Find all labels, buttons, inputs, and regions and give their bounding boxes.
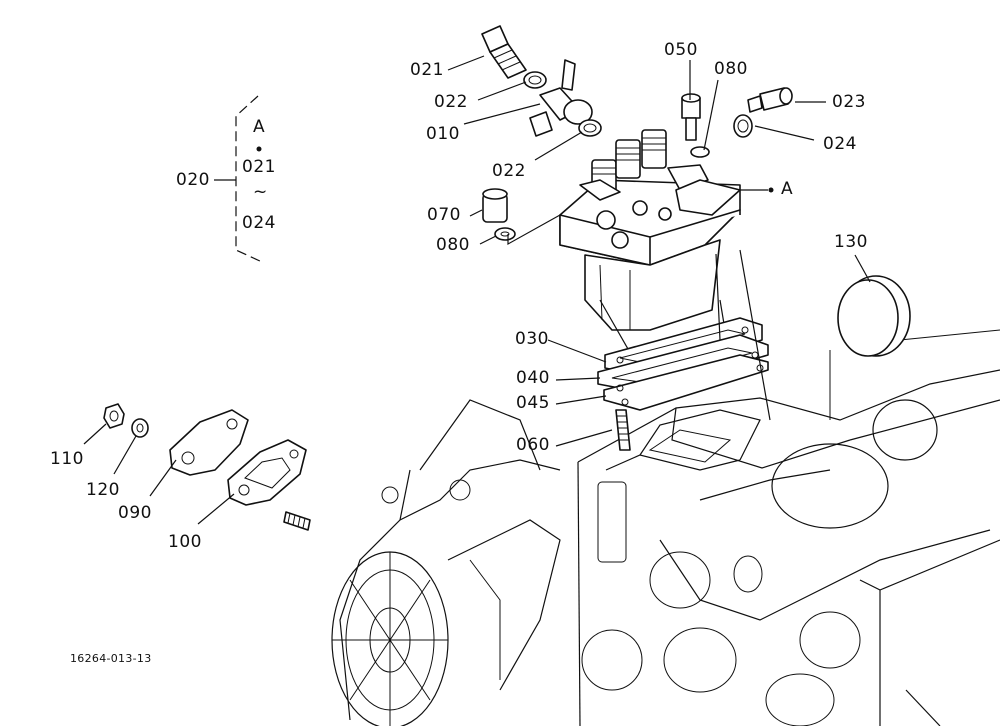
label-080-bottom: 080 <box>436 235 470 255</box>
label-130: 130 <box>834 232 868 252</box>
label-110: 110 <box>50 449 84 469</box>
label-100: 100 <box>168 532 202 552</box>
label-024: 024 <box>823 134 857 154</box>
label-040: 040 <box>516 368 550 388</box>
label-022-top: 022 <box>434 92 468 112</box>
label-010: 010 <box>426 124 460 144</box>
label-022-bottom: 022 <box>492 161 526 181</box>
label-023: 023 <box>832 92 866 112</box>
label-030: 030 <box>515 329 549 349</box>
bracket-dot <box>256 146 262 152</box>
gear-housing <box>331 399 561 726</box>
gaskets <box>597 317 769 411</box>
assembly-bracket <box>214 95 263 263</box>
label-reference-a: A <box>781 179 794 199</box>
label-021: 021 <box>410 60 444 80</box>
label-090: 090 <box>118 503 152 523</box>
engine-block <box>577 329 1000 726</box>
label-070: 070 <box>427 205 461 225</box>
label-020: 020 <box>176 170 210 190</box>
label-045: 045 <box>516 393 550 413</box>
bracket-tilde: ~ <box>253 182 268 202</box>
bracket-024: 024 <box>242 213 276 233</box>
label-080-top: 080 <box>714 59 748 79</box>
bracket-top-a: A <box>253 117 266 137</box>
bolts-and-washers <box>482 87 793 241</box>
injection-pump <box>559 129 741 371</box>
drawing-number: 16264-013-13 <box>70 652 152 665</box>
reference-dot <box>768 187 774 193</box>
label-120: 120 <box>86 480 120 500</box>
label-060: 060 <box>516 435 550 455</box>
fuel-fittings <box>481 25 602 137</box>
stud-bolt <box>615 409 631 451</box>
bracket-021: 021 <box>242 157 276 177</box>
label-050: 050 <box>664 40 698 60</box>
leader-lines <box>83 55 871 525</box>
side-cover-assembly <box>103 403 311 531</box>
plug-cover <box>837 275 911 357</box>
